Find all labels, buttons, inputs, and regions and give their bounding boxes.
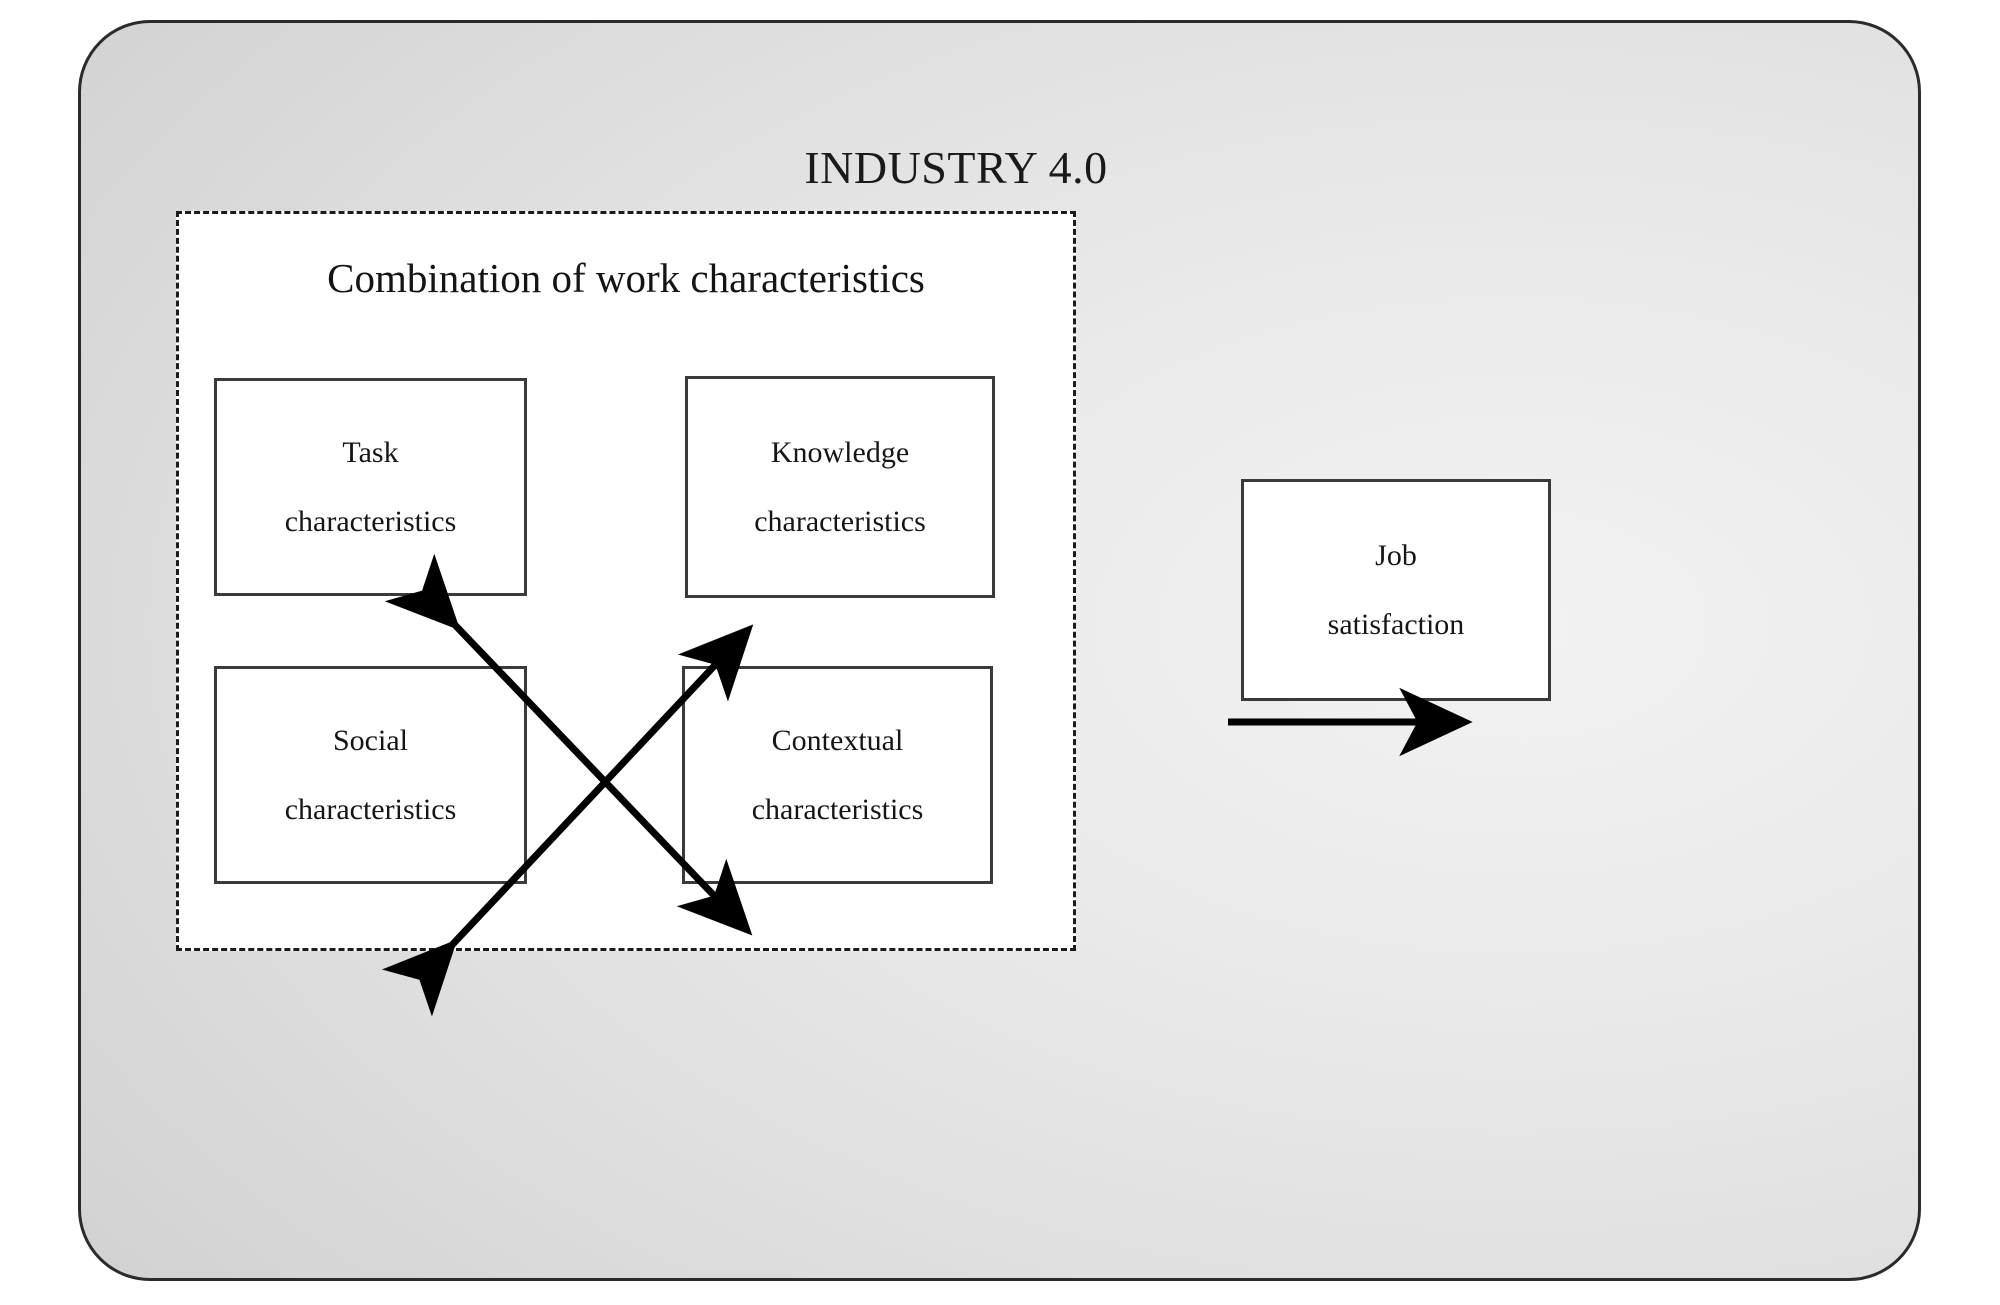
box-task-line2: characteristics: [284, 505, 457, 538]
box-knowledge-characteristics[interactable]: Knowledge characteristics: [685, 376, 995, 598]
box-contextual-line2: characteristics: [751, 793, 924, 826]
box-job-satisfaction[interactable]: Job satisfaction: [1241, 479, 1551, 701]
box-task-characteristics[interactable]: Task characteristics: [214, 378, 527, 596]
box-task-line1: Task: [342, 435, 399, 469]
box-social-line1: Social: [333, 723, 408, 757]
box-social-line2: characteristics: [284, 793, 457, 826]
box-social-characteristics[interactable]: Social characteristics: [214, 666, 527, 884]
work-characteristics-group-title: Combination of work characteristics: [327, 255, 925, 301]
box-job-line1: Job: [1375, 538, 1417, 572]
box-contextual-line1: Contextual: [771, 723, 904, 757]
box-job-line2: satisfaction: [1327, 608, 1465, 641]
box-knowledge-line2: characteristics: [754, 505, 926, 538]
industry-frame: INDUSTRY 4.0 Combination of work charact…: [78, 20, 1921, 1281]
box-knowledge-line1: Knowledge: [770, 435, 910, 469]
box-contextual-characteristics[interactable]: Contextual characteristics: [682, 666, 993, 884]
industry-frame-title: INDUSTRY 4.0: [804, 142, 1108, 193]
